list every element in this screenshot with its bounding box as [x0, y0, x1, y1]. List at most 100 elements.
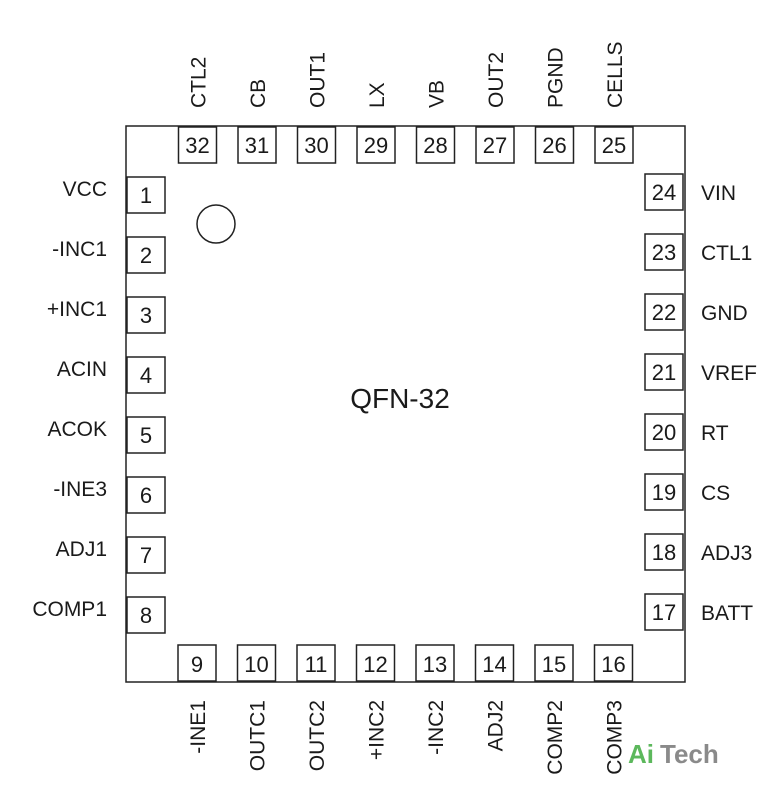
pin-22: 22 GND	[644, 293, 748, 331]
pin-number: 3	[140, 303, 152, 328]
pin-pad	[126, 176, 166, 214]
pin-pad	[126, 356, 166, 394]
pin-pad	[593, 644, 634, 682]
pin-pad	[644, 593, 684, 631]
pin-number: 17	[652, 600, 676, 625]
pin-number: 26	[542, 133, 566, 158]
pin-label: COMP2	[544, 700, 567, 775]
pin-number: 13	[423, 652, 447, 677]
pin-pad	[534, 126, 575, 164]
pin-label: OUT1	[307, 52, 330, 108]
pin-pad	[126, 536, 166, 574]
pin-pad	[126, 596, 166, 634]
pin-label: COMP3	[604, 700, 627, 775]
pin-number: 2	[140, 243, 152, 268]
pin-9: 9 -INE1	[177, 644, 217, 754]
pin-25: 25 CELLS	[594, 41, 634, 164]
pin-8: 8 COMP1	[32, 596, 166, 634]
pin-number: 1	[140, 183, 152, 208]
pin-number: 30	[304, 133, 328, 158]
pin-label: VREF	[701, 362, 757, 385]
pin-number: 25	[602, 133, 626, 158]
pin-4: 4 ACIN	[57, 356, 166, 394]
pin-13: 13-INC2	[415, 644, 455, 755]
pin-label: ACIN	[57, 358, 107, 381]
pin-pad	[126, 296, 166, 334]
pin-number: 11	[305, 652, 328, 677]
pin-pad	[644, 173, 684, 211]
pin-pad	[177, 126, 218, 164]
pin-number: 21	[652, 360, 676, 385]
pin-number: 4	[140, 363, 152, 388]
chip-body	[125, 125, 686, 683]
pin1-indicator-dot	[196, 204, 236, 244]
pin-number: 9	[191, 652, 203, 677]
pin-pad	[237, 126, 277, 164]
pin-pad	[296, 644, 336, 682]
pin-label: COMP1	[32, 598, 107, 621]
pin-number: 5	[140, 423, 152, 448]
pin-label: OUT2	[485, 52, 508, 108]
pin-label: CB	[247, 79, 270, 108]
pin-label: OUTC2	[306, 700, 329, 771]
pin-31: 31 CB	[237, 79, 277, 164]
pin-pad	[296, 126, 337, 164]
pin-label: -INE1	[187, 700, 210, 754]
watermark-ai: Ai	[628, 739, 654, 769]
pin-label: GND	[701, 302, 748, 325]
pin-label: ADJ2	[485, 700, 508, 751]
pin-32: 32 CTL2	[177, 57, 218, 164]
package-label: QFN-32	[350, 383, 450, 414]
pin-number: 23	[652, 240, 676, 265]
pin-pad	[236, 644, 277, 682]
pin-label: -INC1	[52, 238, 107, 261]
pin-number: 22	[652, 300, 676, 325]
pin-number: 32	[185, 133, 209, 158]
pin-label: OUTC1	[247, 700, 270, 771]
pin-number: 31	[245, 133, 269, 158]
pin-number: 18	[652, 540, 676, 565]
pin-label: +INC2	[366, 700, 389, 760]
pin-number: 7	[140, 543, 152, 568]
pin-number: 19	[652, 480, 676, 505]
pin-6: 6 -INE3	[53, 476, 166, 514]
pin-pad	[415, 644, 455, 682]
pin-label: RT	[701, 422, 729, 445]
pin-label: -INE3	[53, 478, 107, 501]
pin-number: 28	[423, 133, 447, 158]
pin-number: 8	[140, 603, 152, 628]
pin-3: 3 +INC1	[47, 296, 166, 334]
pin-number: 20	[652, 420, 676, 445]
pin-number: 6	[140, 483, 152, 508]
pin-12: 12 +INC2	[355, 644, 396, 760]
pin-17: 17 BATT	[644, 593, 753, 631]
pin-number: 12	[363, 652, 387, 677]
pin-number: 29	[364, 133, 388, 158]
pin-pad	[475, 126, 515, 164]
pin-number: 27	[483, 133, 507, 158]
pin-label: BATT	[701, 602, 753, 625]
pin-label: CTL2	[188, 57, 211, 108]
pin-pad	[126, 476, 166, 514]
pin-pad	[415, 126, 456, 164]
pin-pad	[177, 644, 217, 682]
pin-number: 14	[482, 652, 506, 677]
pin-pad	[126, 236, 166, 274]
pin-pad	[355, 644, 396, 682]
pin-label: CELLS	[604, 41, 627, 108]
pin-label: PGND	[545, 47, 568, 108]
pin-label: +INC1	[47, 298, 107, 321]
